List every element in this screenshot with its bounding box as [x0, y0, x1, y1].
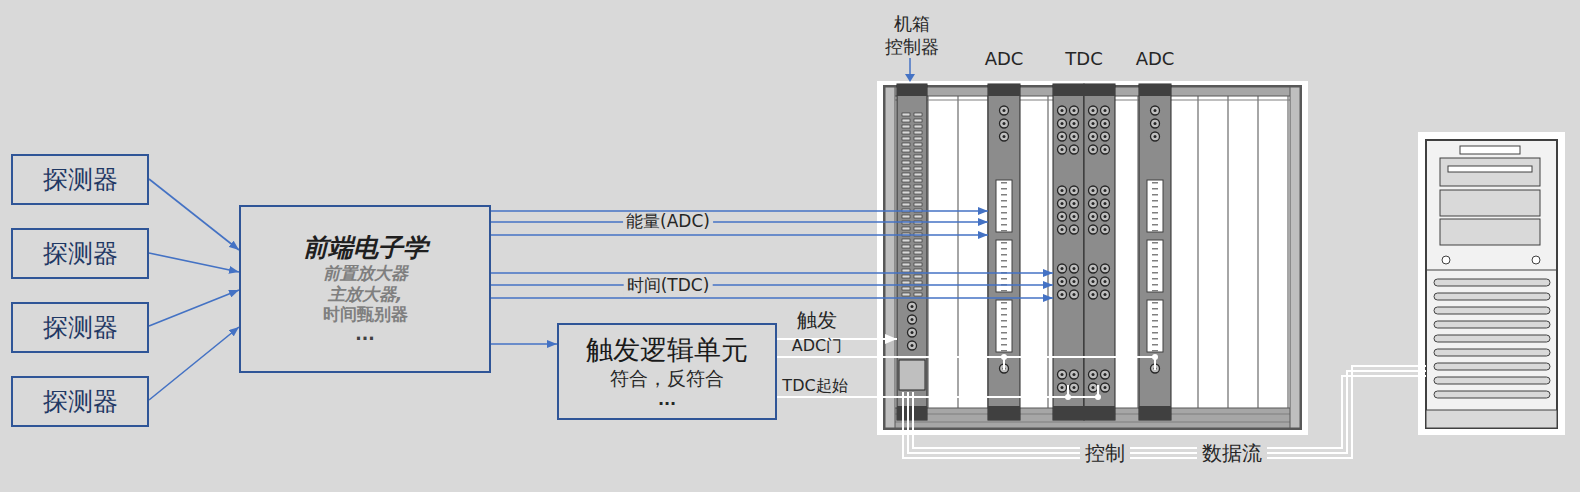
crate-controller-module: 机箱 控制器: [897, 84, 927, 420]
detector-box: 探测器: [11, 154, 149, 205]
box-title: 探测器: [43, 313, 118, 343]
signal-arrow: [149, 179, 239, 250]
edge-label: 触发: [794, 309, 840, 332]
signal-arrow: [491, 343, 557, 345]
signal-arrow: [491, 284, 1053, 286]
signal-wire: [777, 357, 1155, 370]
module-heading: ADC: [985, 48, 1024, 71]
signal-arrow: [491, 221, 988, 223]
detector-box: 探测器: [11, 302, 149, 353]
signal-arrow: [491, 210, 988, 212]
signal-arrow: [491, 272, 1053, 274]
adc-module: ADC: [988, 84, 1020, 420]
box-text: 前置放大器: [323, 263, 408, 283]
edge-label: 能量(ADC): [623, 212, 713, 232]
edge-label: 时间(TDC): [624, 276, 713, 296]
detector-box: 探测器: [11, 228, 149, 279]
edge-label: ADC门: [789, 337, 845, 355]
data-flow-label: 数据流: [1197, 442, 1267, 465]
box-title: 探测器: [43, 239, 118, 269]
box-title: 触发逻辑单元: [586, 334, 748, 366]
box-title: 探测器: [43, 165, 118, 195]
module-heading: ADC: [1136, 48, 1175, 71]
module-heading: 机箱 控制器: [884, 13, 940, 58]
box-title: 前端电子学: [303, 233, 428, 263]
signal-arrow: [491, 234, 988, 236]
box-title: 探测器: [43, 387, 118, 417]
box-text: 符合，反符合: [610, 367, 724, 390]
box-text: ...: [355, 324, 374, 344]
signal-arrow: [149, 327, 239, 400]
edge-label: TDC起始: [779, 377, 850, 395]
control-label: 控制: [1080, 442, 1130, 465]
signal-wire: [777, 357, 1004, 370]
box-text: 时间甄别器: [323, 304, 408, 324]
tdc-module: TDC: [1053, 84, 1115, 420]
box-text: ...: [658, 390, 676, 409]
module-heading: TDC: [1065, 48, 1102, 71]
adc-module: ADC: [1139, 84, 1171, 420]
box-text: 主放大器,: [328, 284, 402, 304]
detector-box: 探测器: [11, 376, 149, 427]
trigger-logic-box: 触发逻辑单元符合，反符合...: [557, 323, 777, 420]
signal-arrow: [149, 253, 239, 272]
signal-arrow: [491, 297, 1053, 299]
signal-arrow: [149, 290, 239, 326]
frontend-electronics-box: 前端电子学前置放大器主放大器,时间甄别器...: [239, 205, 491, 373]
